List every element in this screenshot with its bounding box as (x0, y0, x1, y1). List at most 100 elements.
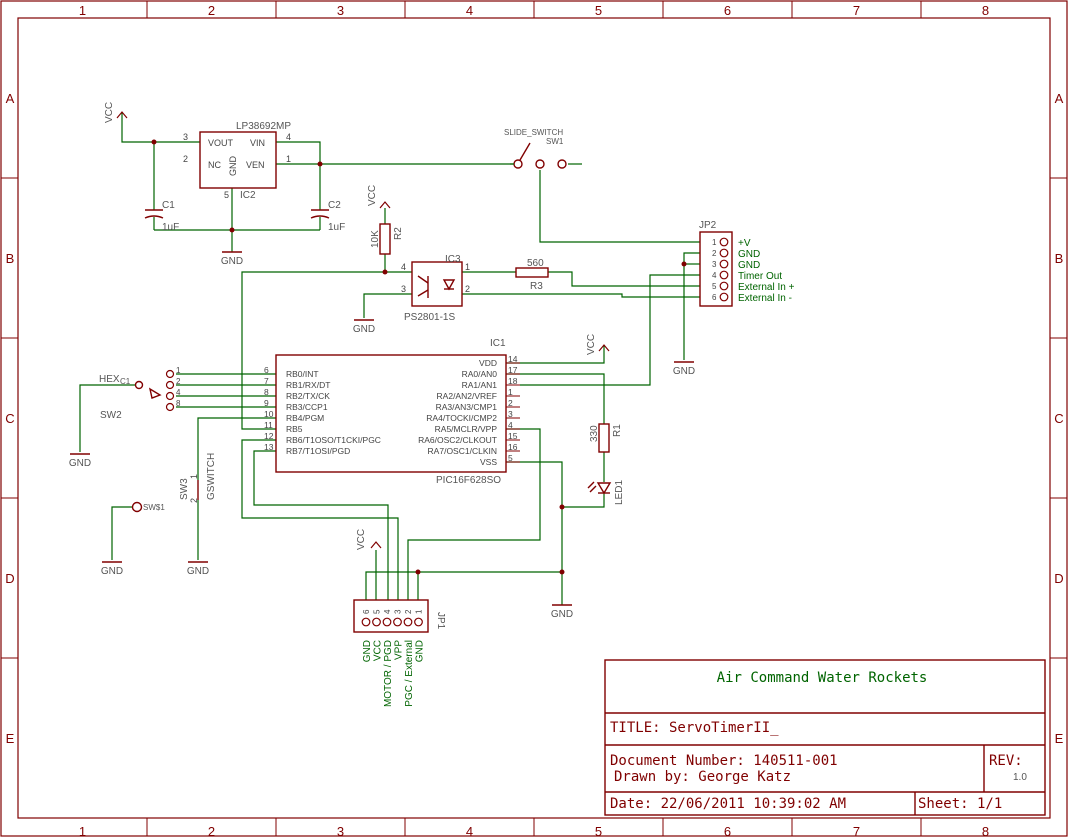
ic3-pinnum: 1 (465, 262, 470, 272)
ic1-right-pin-label: VDD (479, 358, 497, 368)
row-label: B (1055, 251, 1064, 266)
ic1-right-pin-label: RA3/AN3/CMP1 (436, 402, 498, 412)
jp1-pin-label: VPP (394, 640, 405, 660)
capacitor-c1: C1 1uF (144, 200, 179, 233)
ic1-right-pin-number: 2 (508, 398, 513, 408)
ic2-name: IC2 (240, 190, 256, 201)
row-label: D (5, 571, 14, 586)
tb-doc-number: Document Number: 140511-001 (610, 753, 838, 769)
gnd-label: GND (187, 566, 209, 577)
column-label: 2 (208, 824, 215, 837)
c1-value: 1uF (162, 222, 179, 233)
slide-switch-sw1: SLIDE_SWITCH SW1 (504, 128, 582, 169)
vcc-label: VCC (586, 334, 597, 355)
ic3-pinnum: 3 (401, 284, 406, 294)
jp2-pin-number: 3 (712, 260, 717, 269)
row-label: C (1054, 411, 1063, 426)
r2-name: R2 (393, 227, 404, 240)
tb-title: TITLE: ServoTimerII_ (610, 720, 779, 736)
sw3-value: GSWITCH (206, 453, 217, 500)
jp1-pin-hole (372, 617, 381, 627)
column-label: 6 (724, 824, 731, 837)
wires (79, 112, 700, 605)
jp1-pin-label: VCC (373, 640, 384, 661)
ic1-left-pin-number: 9 (264, 398, 269, 408)
ic2-pin-vin: VIN (250, 138, 265, 148)
c1-name: C1 (162, 200, 175, 211)
vcc-label: VCC (104, 102, 115, 123)
row-label: D (1054, 571, 1063, 586)
led1: LED1 (587, 480, 625, 505)
sw2-pin-number: 2 (176, 377, 181, 386)
c2-name: C2 (328, 200, 341, 211)
tb-drawn-by: Drawn by: George Katz (614, 769, 791, 785)
pad-sw1: SW$1 (131, 501, 165, 513)
tb-rev-label: REV: (989, 753, 1023, 769)
column-label: 7 (853, 3, 860, 18)
jp1-pin-number: 5 (373, 609, 382, 614)
sw1-name: SW1 (546, 137, 564, 146)
r3-value: 560 (527, 258, 544, 269)
jp1-pin-hole (393, 617, 402, 627)
ic2-pin-vout: VOUT (208, 138, 234, 148)
row-label: C (5, 411, 14, 426)
jp1-pin-label: PGC / External (404, 640, 415, 707)
vcc-arrow (370, 541, 382, 549)
ic1-right-pin-number: 17 (508, 365, 518, 375)
ic1-left-pin-label: RB6/T1OSO/T1CKI/PGC (286, 435, 381, 445)
jp2-name: JP2 (699, 220, 717, 231)
swpad-name: SW$1 (143, 503, 165, 512)
column-label: 2 (208, 3, 215, 18)
ic1-left-pin-number: 13 (264, 442, 274, 452)
vcc-label: VCC (367, 185, 378, 206)
sw2-pin (165, 391, 175, 401)
jp2-pin-label: Timer Out (738, 271, 782, 282)
jp2-pin-label: External In + (738, 282, 795, 293)
ic2-pin-nc: NC (208, 160, 221, 170)
ic1-right-pin-label: RA0/AN0 (462, 369, 498, 379)
ic1-right-pin-number: 3 (508, 409, 513, 419)
ic1-left-pin-label: RB3/CCP1 (286, 402, 328, 412)
vcc-arrow (598, 344, 610, 352)
ic2-pinnum: 3 (183, 132, 188, 142)
jp2-pin-hole (719, 292, 729, 302)
ic1-right-pin-number: 18 (508, 376, 518, 386)
ic1-right-pin-label: RA2/AN2/VREF (437, 391, 497, 401)
ic1-value: PIC16F628SO (436, 475, 501, 486)
ic1-right-pin-number: 1 (508, 387, 513, 397)
tb-date: Date: 22/06/2011 10:39:02 AM (610, 796, 846, 812)
sw2-c1-label: C1 (120, 377, 131, 386)
jp1-pin-label: MOTOR / PGD (383, 640, 394, 707)
resistor-r1: R1 330 (589, 423, 623, 453)
gnd-label: GND (69, 458, 91, 469)
title-block: Air Command Water Rockets TITLE: ServoTi… (604, 659, 1046, 816)
ic3-pinnum: 2 (465, 284, 470, 294)
jp2-pin-hole (719, 259, 729, 269)
ic3-pinnum: 4 (401, 262, 406, 272)
ic1-right-pin-number: 14 (508, 354, 518, 364)
jp2-pin-hole (719, 237, 729, 247)
jp1-pin-hole (382, 617, 392, 627)
column-label: 3 (337, 824, 344, 837)
jp2-pin-hole (719, 281, 729, 291)
column-label: 4 (466, 3, 473, 18)
jp1-pin-number: 6 (362, 609, 371, 614)
led1-name: LED1 (614, 480, 625, 505)
jp2-pin-label: GND (738, 260, 760, 271)
ic1-left-pin-number: 6 (264, 365, 269, 375)
ic1-right-pin-number: 5 (508, 453, 513, 463)
inner-frame (17, 17, 1051, 819)
ic1-left-pin-number: 12 (264, 431, 274, 441)
ic1-left-pin-label: RB7/T1OSI/PGD (286, 446, 350, 456)
ic2-pin-ven: VEN (246, 160, 265, 170)
ic1-left-pin-label: RB4/PGM (286, 413, 324, 423)
ic1-right-pin-number: 16 (508, 442, 518, 452)
ic3-optocoupler: IC3 PS2801-1S 4 3 1 2 (401, 254, 470, 323)
row-label: A (6, 91, 15, 106)
column-label: 3 (337, 3, 344, 18)
tb-rev: 1.0 (1013, 772, 1027, 783)
ic1-left-pin-number: 8 (264, 387, 269, 397)
column-label: 5 (595, 824, 602, 837)
